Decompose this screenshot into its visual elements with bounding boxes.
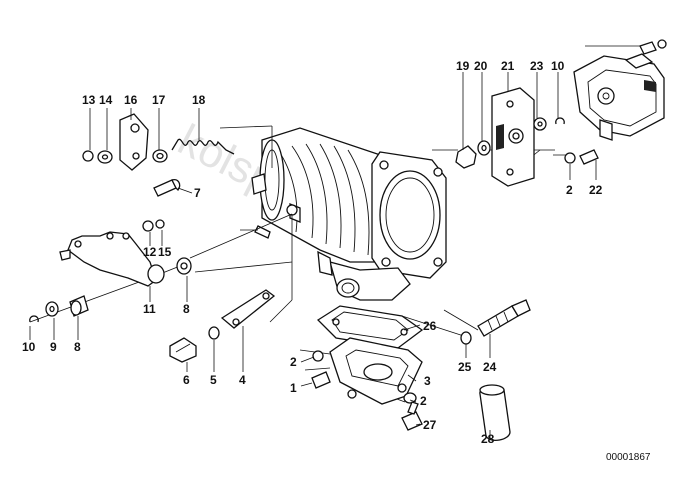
- throttle-body-housing: [251, 127, 447, 301]
- part-label: 24: [483, 360, 497, 374]
- part-label: 17: [152, 93, 166, 107]
- part-label: 23: [530, 59, 544, 73]
- part-label: 16: [124, 93, 138, 107]
- part-label: 14: [99, 93, 113, 107]
- part-label: 10: [551, 59, 565, 73]
- part-label: 2: [290, 355, 297, 369]
- part-label: 20: [474, 59, 488, 73]
- part-label: 18: [192, 93, 206, 107]
- leader-lines: [29, 72, 597, 440]
- part-label: 8: [74, 340, 81, 354]
- part-label: 9: [50, 340, 57, 354]
- part-label: 21: [501, 59, 515, 73]
- part-label: 4: [239, 373, 246, 387]
- part-label: 2: [420, 394, 427, 408]
- part-label: 7: [194, 186, 201, 200]
- part-label: 19: [456, 59, 470, 73]
- part-label: 22: [589, 183, 603, 197]
- part-label: 25: [458, 360, 472, 374]
- part-labels: 1 2 2 2 4 5 6 7 8 8 9 10 10 11 12 13 14 …: [22, 59, 603, 446]
- part-label: 15: [158, 245, 172, 259]
- switch-housing-cover: [573, 53, 665, 141]
- part-label: 27: [423, 418, 437, 432]
- throttle-switch: [491, 87, 535, 187]
- part-label: 2: [566, 183, 573, 197]
- part-label: 5: [210, 373, 217, 387]
- part-label: 1: [290, 381, 297, 395]
- gasket: [316, 305, 424, 349]
- part-label: 12: [143, 245, 157, 259]
- part-label: 28: [481, 432, 495, 446]
- part-label: 26: [423, 319, 437, 333]
- part-label: 3: [424, 374, 431, 388]
- small-parts: [29, 39, 667, 442]
- part-label: 8: [183, 302, 190, 316]
- diagram-id: 00001867: [606, 452, 651, 463]
- part-label: 10: [22, 340, 36, 354]
- part-label: 13: [82, 93, 96, 107]
- part-label: 11: [143, 302, 156, 316]
- part-label: 6: [183, 373, 190, 387]
